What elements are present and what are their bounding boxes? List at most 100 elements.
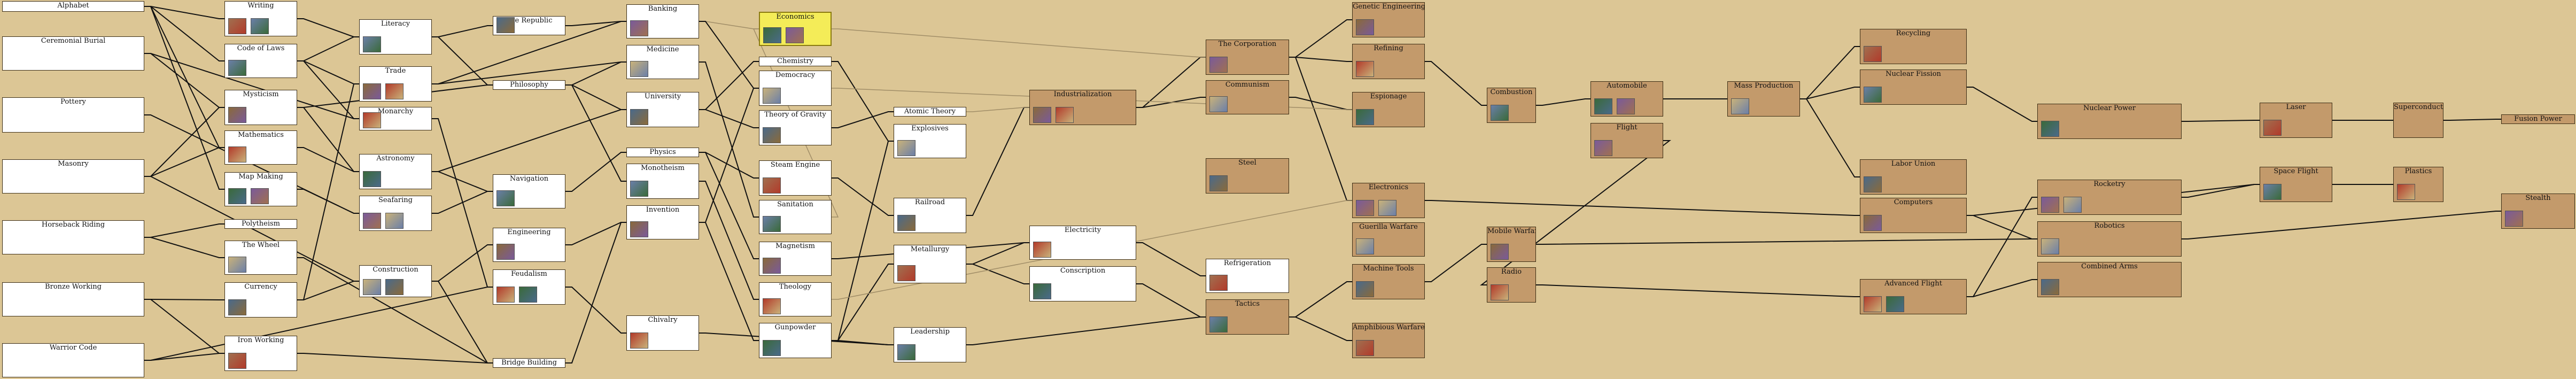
tech-rocketry[interactable]: Rocketry [2037, 180, 2182, 215]
tech-radio[interactable]: Radio [1487, 267, 1536, 303]
tech-ceremonial-burial[interactable]: Ceremonial Burial [2, 36, 144, 71]
tech-steam-engine[interactable]: Steam Engine [759, 160, 832, 196]
tech-fusion-power[interactable]: Fusion Power [2501, 114, 2575, 124]
tech-nuclear-power[interactable]: Nuclear Power [2037, 104, 2182, 139]
tech-combined-arms[interactable]: Combined Arms [2037, 262, 2182, 297]
tech-label: Theory of Gravity [764, 111, 826, 119]
hoover-dam-icon [1378, 200, 1396, 216]
tech-navigation[interactable]: Navigation [493, 174, 565, 208]
tech-space-flight[interactable]: Space Flight [2260, 167, 2332, 202]
tech-pottery[interactable]: Pottery [2, 97, 144, 133]
tech-the-wheel[interactable]: The Wheel [224, 241, 297, 275]
tech-genetic-engineering[interactable]: Genetic Engineering [1352, 2, 1425, 37]
tech-superconductor[interactable]: Superconductor [2393, 103, 2443, 138]
tech-philosophy[interactable]: Philosophy [493, 80, 565, 90]
tech-currency[interactable]: Currency [224, 282, 297, 318]
tech-seafaring[interactable]: Seafaring [359, 196, 432, 231]
tech-mathematics[interactable]: Mathematics [224, 130, 297, 165]
tech-warrior-code[interactable]: Warrior Code [2, 343, 144, 377]
tech-automobile[interactable]: Automobile [1590, 81, 1663, 117]
tech-mass-production[interactable]: Mass Production [1727, 81, 1800, 117]
temple-icon [228, 107, 246, 123]
tech-engineering[interactable]: Engineering [493, 228, 565, 262]
tech-map-making[interactable]: Map Making [224, 172, 297, 206]
tech-electronics[interactable]: Electronics [1352, 183, 1425, 218]
tech-monarchy[interactable]: Monarchy [359, 107, 432, 130]
tech-chivalry[interactable]: Chivalry [626, 315, 699, 351]
tech-robotics[interactable]: Robotics [2037, 221, 2182, 257]
tech-label: Steam Engine [770, 161, 820, 169]
tech-machine-tools[interactable]: Machine Tools [1352, 264, 1425, 299]
tech-bronze-working[interactable]: Bronze Working [2, 282, 144, 316]
tech-computers[interactable]: Computers [1860, 198, 1967, 233]
cure-for-cancer-icon [1356, 19, 1374, 35]
tech-monotheism[interactable]: Monotheism [626, 164, 699, 199]
tech-stealth[interactable]: Stealth [2501, 194, 2575, 229]
tech-astronomy[interactable]: Astronomy [359, 154, 432, 189]
tech-gunpowder[interactable]: Gunpowder [759, 323, 832, 358]
tech-the-republic[interactable]: The Republic [493, 16, 565, 35]
tech-polytheism[interactable]: Polytheism [224, 219, 297, 229]
tech-iron-working[interactable]: Iron Working [224, 336, 297, 371]
tech-the-corporation[interactable]: The Corporation [1206, 40, 1289, 75]
tech-communism[interactable]: Communism [1206, 80, 1289, 114]
tech-nuclear-fission[interactable]: Nuclear Fission [1860, 69, 1967, 105]
tech-theory-of-gravity[interactable]: Theory of Gravity [759, 110, 832, 145]
tech-label: Monarchy [377, 107, 414, 115]
tech-construction[interactable]: Construction [359, 265, 432, 297]
tech-flight[interactable]: Flight [1590, 123, 1663, 158]
tech-physics[interactable]: Physics [626, 148, 699, 157]
tech-link [432, 25, 493, 37]
tech-espionage[interactable]: Espionage [1352, 92, 1425, 127]
scroll-icon [228, 18, 246, 34]
tech-combustion[interactable]: Combustion [1487, 88, 1536, 123]
tech-horseback-riding[interactable]: Horseback Riding [2, 220, 144, 254]
tech-chemistry[interactable]: Chemistry [759, 57, 832, 66]
tech-amphibious-warfare[interactable]: Amphibious Warfare [1352, 323, 1425, 358]
tech-feudalism[interactable]: Feudalism [493, 269, 565, 305]
tech-medicine[interactable]: Medicine [626, 45, 699, 79]
tech-trade[interactable]: Trade [359, 66, 432, 102]
tech-metallurgy[interactable]: Metallurgy [894, 245, 966, 283]
tech-plastics[interactable]: Plastics [2393, 167, 2443, 202]
tech-theology[interactable]: Theology [759, 282, 832, 316]
tech-explosives[interactable]: Explosives [894, 124, 966, 158]
tech-railroad[interactable]: Railroad [894, 198, 966, 233]
tech-writing[interactable]: Writing [224, 1, 297, 36]
tech-label: The Republic [506, 17, 553, 25]
tech-refrigeration[interactable]: Refrigeration [1206, 259, 1289, 293]
tech-label: Atomic Theory [904, 107, 956, 115]
tech-mobile-warfare[interactable]: Mobile Warfare [1487, 227, 1536, 262]
tech-magnetism[interactable]: Magnetism [759, 242, 832, 276]
tech-economics[interactable]: Economics [759, 12, 832, 46]
tech-invention[interactable]: Invention [626, 205, 699, 239]
tech-industrialization[interactable]: Industrialization [1029, 90, 1136, 125]
tech-banking[interactable]: Banking [626, 4, 699, 38]
tech-steel[interactable]: Steel [1206, 158, 1289, 194]
tech-democracy[interactable]: Democracy [759, 71, 832, 106]
tech-university[interactable]: University [626, 92, 699, 127]
tech-recycling[interactable]: Recycling [1860, 29, 1967, 64]
tech-label: Construction [373, 266, 418, 274]
tech-conscription[interactable]: Conscription [1029, 266, 1136, 301]
tech-bridge-building[interactable]: Bridge Building [493, 358, 565, 368]
tech-laser[interactable]: Laser [2260, 103, 2332, 138]
tech-sanitation[interactable]: Sanitation [759, 200, 832, 234]
tech-electricity[interactable]: Electricity [1029, 226, 1136, 260]
tech-guerilla-warfare[interactable]: Guerilla Warfare [1352, 222, 1425, 257]
tech-labor-union[interactable]: Labor Union [1860, 159, 1967, 195]
tech-link [144, 299, 224, 354]
tech-alphabet[interactable]: Alphabet [2, 1, 144, 12]
tech-literacy[interactable]: Literacy [359, 19, 432, 55]
tech-tactics[interactable]: Tactics [1206, 299, 1289, 335]
tech-advanced-flight[interactable]: Advanced Flight [1860, 279, 1967, 314]
tech-label: Communism [1225, 81, 1270, 89]
tech-code-of-laws[interactable]: Code of Laws [224, 44, 297, 78]
tech-mysticism[interactable]: Mysticism [224, 90, 297, 125]
tech-refining[interactable]: Refining [1352, 44, 1425, 79]
tech-link [1425, 200, 1860, 216]
tech-atomic-theory[interactable]: Atomic Theory [894, 107, 966, 117]
tech-link [297, 18, 359, 37]
tech-leadership[interactable]: Leadership [894, 327, 966, 362]
tech-masonry[interactable]: Masonry [2, 159, 144, 194]
